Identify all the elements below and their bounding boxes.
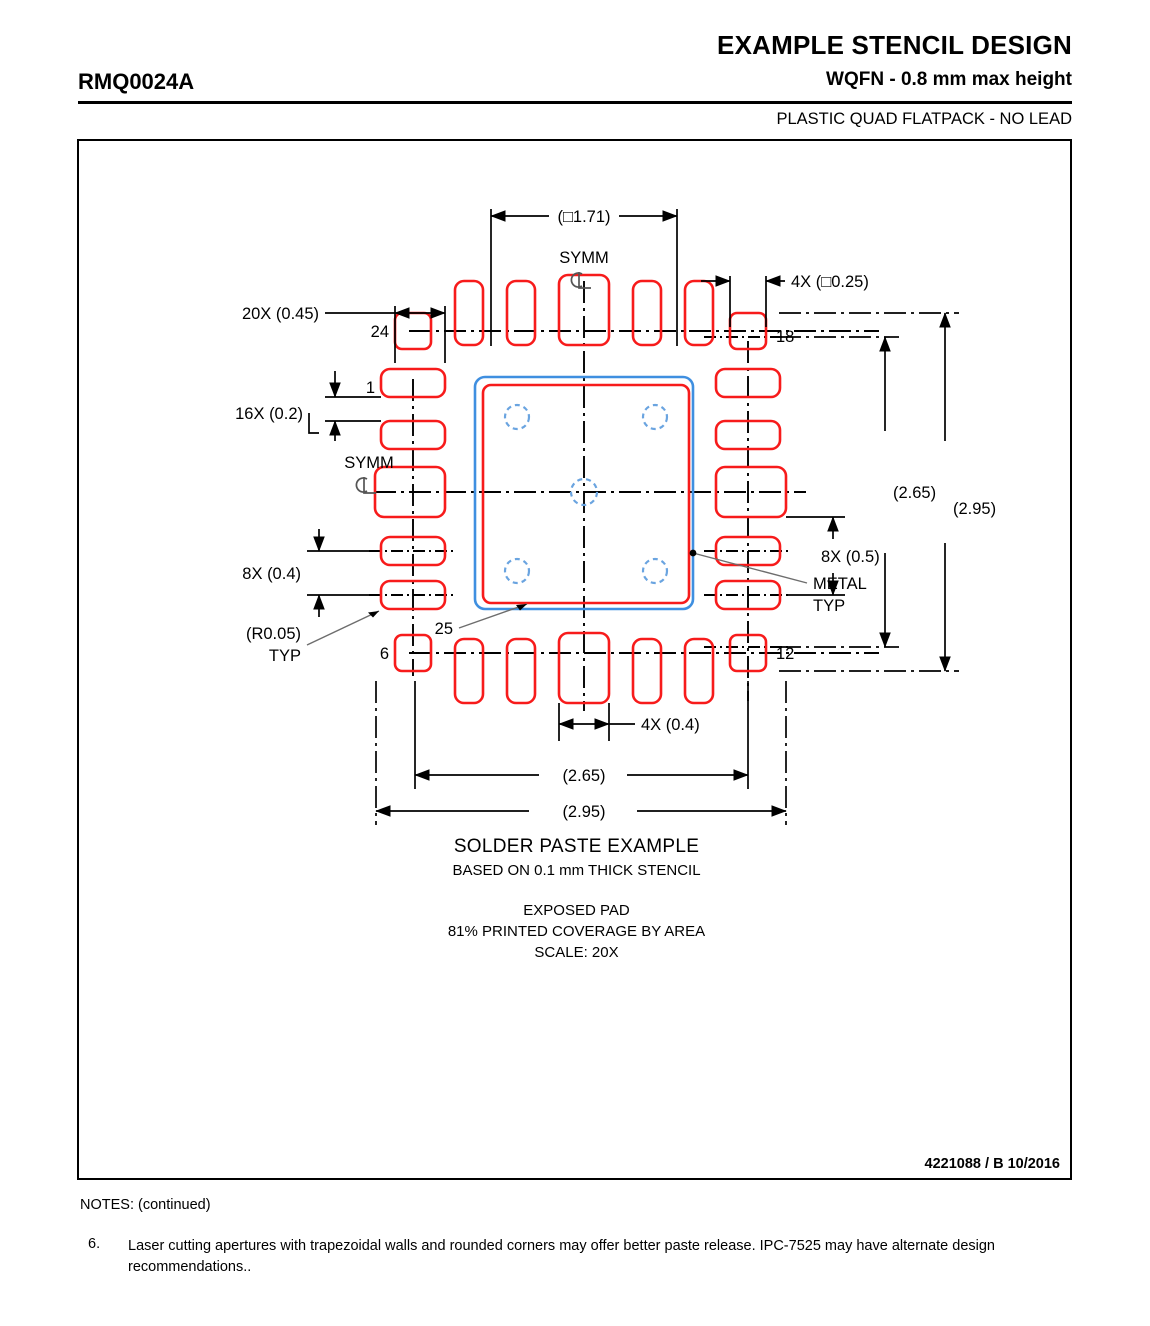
dimension-pitch-left-label: 8X (0.4) (242, 565, 301, 583)
symm-top-label: SYMM (559, 249, 609, 267)
note-text: Laser cutting apertures with trapezoidal… (128, 1238, 995, 1276)
document-header: EXAMPLE STENCIL DESIGN WQFN - 0.8 mm max… (0, 0, 1150, 136)
metal-label-1: METAL (813, 575, 867, 593)
pin-label-24: 24 (371, 323, 389, 341)
symm-top: SYMM (559, 249, 609, 289)
part-number: RMQ0024A (78, 69, 195, 94)
via-center (569, 477, 599, 507)
paste-aperture-right-3 (714, 465, 788, 519)
corner-radius-label-2: TYP (269, 647, 301, 665)
paste-aperture-right-1 (714, 367, 782, 399)
centerlines (374, 281, 879, 711)
pin-label-1: 1 (366, 379, 375, 397)
dimension-pad-width-label: 16X (0.2) (235, 405, 303, 423)
caption-subtitle: BASED ON 0.1 mm THICK STENCIL (452, 862, 701, 879)
paste-aperture-top-2 (505, 279, 537, 347)
dimension-vertical-outer-label: (2.95) (953, 500, 996, 518)
paste-aperture-right-5 (714, 579, 782, 611)
dimension-pad-length-label: 20X (0.45) (242, 305, 319, 323)
paste-aperture-bottom-4 (631, 637, 663, 705)
header-divider (78, 101, 1072, 104)
paste-aperture-bottom-1 (453, 637, 485, 705)
via-top-left (503, 403, 531, 431)
dimension-corner-aperture: 4X (□0.25) (701, 273, 869, 327)
paste-apertures (373, 273, 788, 705)
pin-label-12: 12 (776, 645, 794, 663)
dimension-top-width-label: (□1.71) (557, 208, 610, 226)
symm-left-label: SYMM (344, 454, 394, 472)
caption-coverage: 81% PRINTED COVERAGE BY AREA (447, 923, 706, 940)
dimension-horizontal-outer: (2.95) (375, 681, 787, 825)
paste-aperture-left-2 (379, 419, 447, 451)
symm-left: SYMM (344, 454, 394, 494)
paste-aperture-bottom-5 (683, 637, 715, 705)
caption-pad-label: EXPOSED PAD (523, 902, 630, 919)
paste-aperture-left-5 (379, 579, 447, 611)
dimension-vertical-inner: (2.65) (779, 336, 936, 648)
via-bottom-left (503, 557, 531, 585)
caption-title: SOLDER PASTE EXAMPLE (453, 836, 700, 857)
paste-aperture-top-5 (683, 279, 715, 347)
paste-aperture-left-1 (379, 367, 447, 399)
annotation-metal-typ: METAL TYP (689, 549, 867, 615)
annotation-corner-radius: (R0.05) TYP (246, 610, 380, 665)
stencil-drawing: (□1.71) SYMM 4X (□0.25) 20X (0.45) (235, 208, 996, 825)
dimension-pad-length: 20X (0.45) (242, 305, 446, 363)
dimension-corner-aperture-label: 4X (□0.25) (791, 273, 869, 291)
dimension-horizontal-inner: (2.65) (414, 681, 749, 789)
corner-aperture-18 (728, 311, 768, 351)
notes-heading: NOTES: (continued) (80, 1197, 211, 1213)
exposed-pad-metal-outline (473, 375, 695, 611)
dimension-vertical-inner-label: (2.65) (893, 484, 936, 502)
paste-aperture-right-4 (714, 535, 782, 567)
paste-aperture-top-1 (453, 279, 485, 347)
pin-label-18: 18 (776, 328, 794, 346)
paste-aperture-left-3 (373, 465, 447, 519)
dimension-top-width: (□1.71) (490, 208, 678, 346)
paste-aperture-top-4 (631, 279, 663, 347)
corner-radius-label-1: (R0.05) (246, 625, 301, 643)
paste-aperture-right-2 (714, 419, 782, 451)
paste-aperture-bottom-2 (505, 637, 537, 705)
via-bottom-right (641, 557, 669, 585)
dimension-pitch-bottom: 4X (0.4) (558, 703, 700, 741)
document-title: EXAMPLE STENCIL DESIGN (717, 30, 1072, 60)
drawing-frame: (□1.71) SYMM 4X (□0.25) 20X (0.45) (77, 139, 1072, 1180)
symm-top-glyph (570, 272, 591, 289)
paste-aperture-top-3 (557, 273, 611, 347)
dimension-pitch-bottom-label: 4X (0.4) (641, 716, 700, 734)
corner-aperture-12 (728, 633, 768, 673)
document-subtitle: WQFN - 0.8 mm max height (826, 69, 1072, 90)
pin-label-25: 25 (435, 620, 453, 638)
drawing-number: 4221088 / B 10/2016 (924, 1156, 1060, 1172)
dimension-horizontal-outer-label: (2.95) (562, 803, 605, 821)
paste-aperture-bottom-3 (557, 631, 611, 705)
annotation-exposed-pad-25: 25 (435, 603, 528, 638)
exposed-pad-paste-aperture (481, 383, 691, 605)
dimension-pitch-left: 8X (0.4) (242, 529, 375, 617)
symm-left-glyph (355, 477, 376, 494)
pin-number-labels: 24 1 6 18 12 (366, 323, 795, 663)
pin-label-6: 6 (380, 645, 389, 663)
metal-label-2: TYP (813, 597, 845, 615)
via-circles (503, 403, 669, 585)
caption-scale: SCALE: 20X (534, 944, 619, 961)
package-family-label: PLASTIC QUAD FLATPACK - NO LEAD (776, 110, 1072, 128)
paste-aperture-left-4 (379, 535, 447, 567)
dimension-pad-width: 16X (0.2) (235, 371, 381, 441)
dimension-pitch-right-label: 8X (0.5) (821, 548, 880, 566)
dimension-horizontal-inner-label: (2.65) (562, 767, 605, 785)
note-number: 6. (88, 1236, 101, 1252)
corner-aperture-6 (393, 633, 433, 673)
pad-centerline-stubs (369, 336, 792, 648)
via-top-right (641, 403, 669, 431)
dimension-vertical-outer: (2.95) (779, 312, 996, 672)
dimension-pitch-right: 8X (0.5) (786, 516, 880, 596)
